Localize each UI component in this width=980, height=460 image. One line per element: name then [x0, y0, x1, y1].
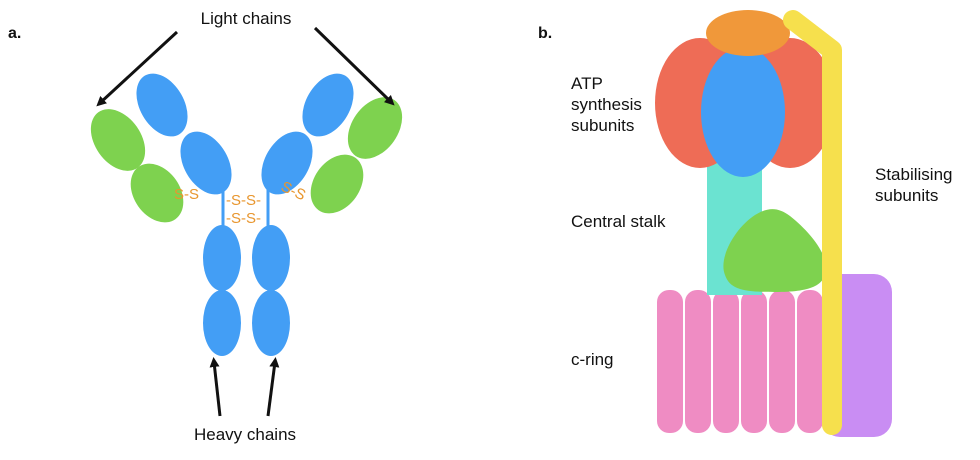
arrow-light-chain-left: [96, 30, 179, 107]
light-chain-variable-left: [90, 109, 146, 171]
light-chain-constant-left: [130, 163, 184, 223]
epsilon-subunit-green: [723, 209, 826, 292]
heavy-chain-ch2-right: [252, 225, 290, 291]
c-ring-subunit: [713, 290, 739, 433]
heavy-chain-variable-left: [136, 73, 188, 137]
c-ring-subunit: [797, 290, 823, 433]
central-stalk-label: Central stalk: [571, 212, 666, 231]
heavy-chain-ch1-left: [180, 131, 232, 195]
heavy-chain-ch3-left: [203, 290, 241, 356]
c-ring-subunit: [769, 290, 795, 433]
stabilising-subunits-label: Stabilising subunits: [875, 165, 957, 205]
heavy-chains-label: Heavy chains: [194, 425, 296, 444]
panel-a-label: a.: [8, 25, 21, 42]
atp-synthase-diagram: b. ATP synthesis subunits: [538, 10, 957, 437]
disulfide-center-top: -S-S-: [226, 192, 261, 209]
disulfide-right: S-S: [278, 178, 308, 204]
stabilising-stalk: [783, 10, 842, 435]
disulfide-left: S-S: [174, 186, 199, 203]
light-chain-variable-right: [347, 97, 403, 159]
c-ring-subunit: [741, 290, 767, 433]
arrow-heavy-chain-right: [266, 357, 280, 417]
heavy-chain-variable-right: [302, 73, 354, 137]
arrow-heavy-chain-left: [209, 357, 222, 417]
disulfide-center-bottom: -S-S-: [226, 210, 261, 227]
antibody-diagram: a. S-S S-S -S-S- -S-S- Light chains Heav…: [8, 9, 403, 444]
atp-synthesis-subunit-center: [701, 47, 785, 177]
c-ring-subunit: [685, 290, 711, 433]
light-chain-constant-right: [310, 154, 364, 214]
heavy-chain-ch3-right: [252, 290, 290, 356]
heavy-chain-ch2-left: [203, 225, 241, 291]
delta-subunit-orange: [706, 10, 790, 56]
c-ring-subunit: [657, 290, 683, 433]
c-ring-label: c-ring: [571, 350, 614, 369]
panel-b-label: b.: [538, 25, 552, 42]
light-chains-label: Light chains: [201, 9, 292, 28]
atp-synthesis-label: ATP synthesis subunits: [571, 74, 647, 135]
c-ring: [657, 290, 823, 433]
arrow-light-chain-right: [313, 26, 395, 106]
heavy-chain-ch1-right: [261, 131, 313, 195]
